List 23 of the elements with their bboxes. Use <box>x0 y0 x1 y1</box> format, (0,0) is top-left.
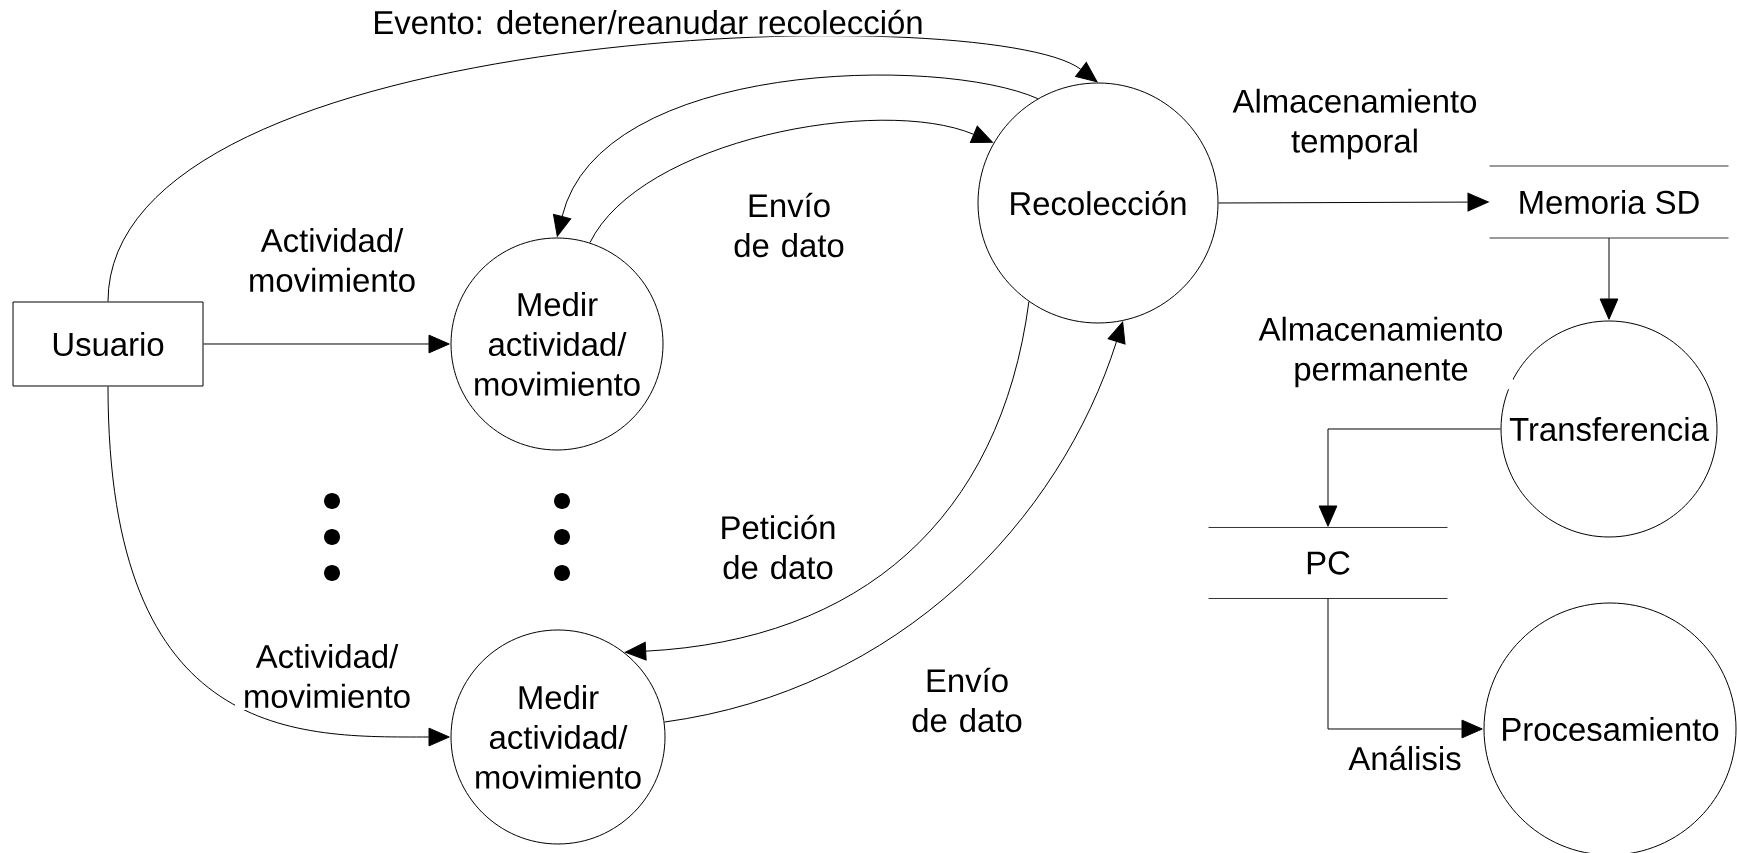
edge-label: Petición de dato <box>701 512 855 582</box>
edge-label: Análisis <box>1346 743 1464 773</box>
edge-label: Actividad/ movimiento <box>240 226 424 294</box>
process-box: Usuario <box>12 301 204 387</box>
data-store: Memoria SD <box>1489 165 1729 239</box>
arrow <box>624 301 1030 661</box>
edge-label: Almacenamiento permanente <box>1249 314 1513 390</box>
edge-label: Almacenamiento temporal <box>1223 86 1487 162</box>
arrow <box>589 119 993 244</box>
arrow <box>1318 428 1501 527</box>
arrow <box>552 74 1039 237</box>
arrow <box>1599 237 1619 320</box>
arrow <box>1218 192 1489 212</box>
edge-label: Envío de dato <box>712 190 866 260</box>
edge-label: Envío de dato <box>890 665 1044 735</box>
edge-label: Evento: detener/reanudar recolección <box>370 7 926 37</box>
arrow <box>203 334 450 354</box>
arrow <box>663 321 1126 723</box>
arrow <box>107 386 450 747</box>
edge-label: Actividad/ movimiento <box>235 642 419 710</box>
data-store: PC <box>1208 527 1448 599</box>
arrow <box>107 35 1098 302</box>
arrow <box>1327 598 1483 739</box>
